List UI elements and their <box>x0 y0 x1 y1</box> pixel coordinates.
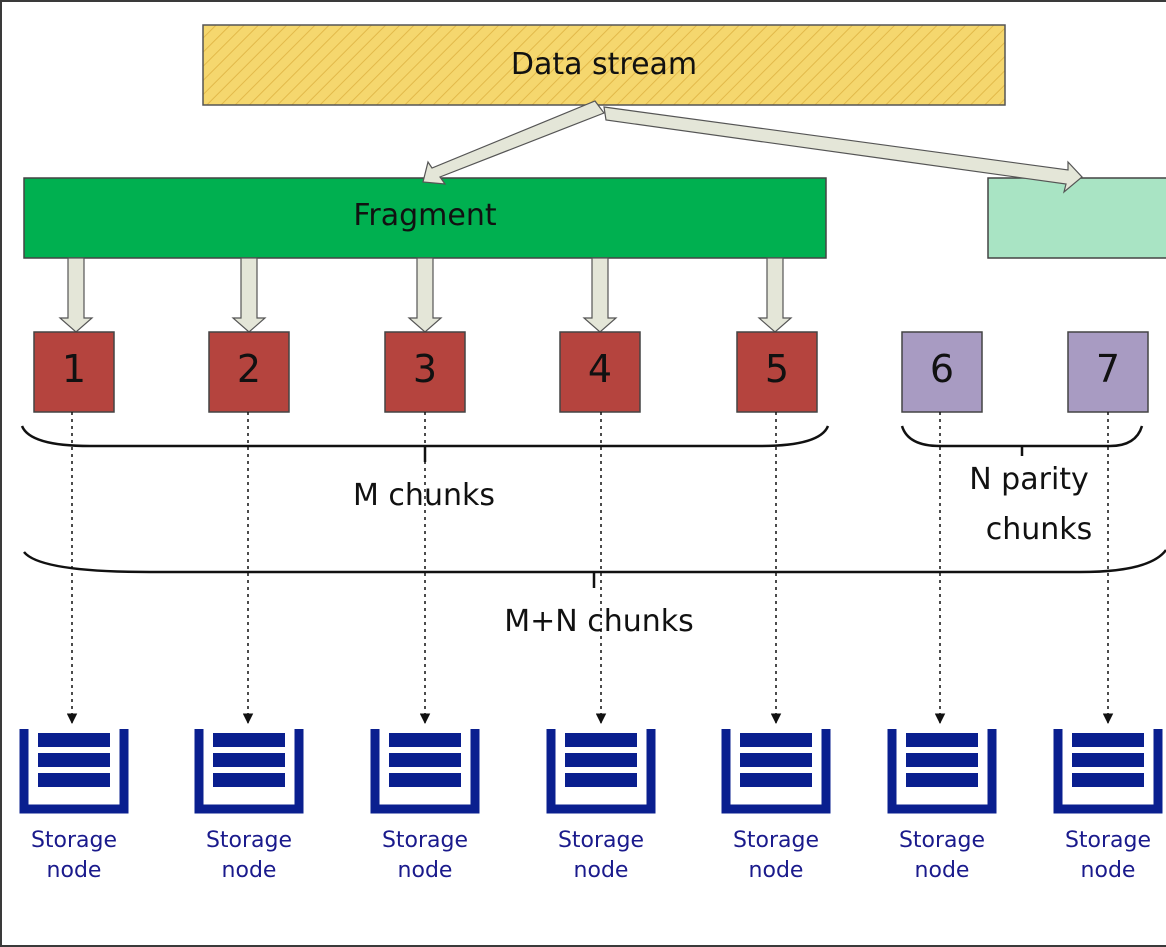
storage-bar <box>389 733 461 747</box>
storage-node-icon <box>546 729 656 814</box>
storage-tray <box>19 729 129 814</box>
storage-bar <box>740 733 812 747</box>
storage-bar <box>740 753 812 767</box>
storage-bar <box>565 733 637 747</box>
storage-bar <box>1072 753 1144 767</box>
storage-bar <box>1072 733 1144 747</box>
chunk-label-6: 6 <box>929 347 955 391</box>
storage-node-label-line1: Storage <box>732 828 820 853</box>
storage-bar <box>213 733 285 747</box>
storage-node-label-3: Storage node <box>373 826 477 886</box>
storage-node-label-line1: Storage <box>557 828 645 853</box>
chunk-label-3: 3 <box>412 347 438 391</box>
storage-node-label-2: Storage node <box>197 826 301 886</box>
storage-node-label-line2: node <box>46 858 102 883</box>
storage-node-icon <box>19 729 129 814</box>
fragment-arrow-1 <box>58 257 94 333</box>
chunk-box-2 <box>208 331 290 413</box>
storage-tray <box>721 729 831 814</box>
storage-bar <box>213 773 285 787</box>
storage-bar <box>213 753 285 767</box>
storage-bar <box>906 733 978 747</box>
fragment-box <box>23 177 827 259</box>
m-chunks-label: M chunks <box>353 478 495 513</box>
stream-to-parity-arrow <box>603 106 1083 194</box>
storage-node-label-line2: node <box>573 858 629 883</box>
storage-bar <box>38 773 110 787</box>
storage-bar <box>906 753 978 767</box>
fragment-arrow-2 <box>231 257 267 333</box>
fragment-label: Fragment <box>353 198 497 233</box>
storage-node-label-line2: node <box>397 858 453 883</box>
storage-node-icon <box>1053 729 1163 814</box>
chunk-label-5: 5 <box>764 347 790 391</box>
data-stream-label: Data stream <box>510 47 698 82</box>
storage-tray <box>1053 729 1163 814</box>
chunk-label-4: 4 <box>587 347 613 391</box>
storage-node-label-line1: Storage <box>30 828 118 853</box>
chunk-box-1 <box>33 331 115 413</box>
storage-bar <box>906 773 978 787</box>
storage-node-label-line2: node <box>221 858 277 883</box>
storage-node-icon <box>370 729 480 814</box>
fragment-to-chunk-arrows <box>58 257 793 333</box>
n-parity-brace <box>900 425 1144 456</box>
storage-node-icon <box>721 729 831 814</box>
n-parity-label-line1: N parity <box>969 462 1089 497</box>
storage-node-label-line2: node <box>1080 858 1136 883</box>
storage-node-label-line1: Storage <box>205 828 293 853</box>
storage-node-icon <box>887 729 997 814</box>
mn-chunks-label: M+N chunks <box>504 604 694 639</box>
chunk-label-7: 7 <box>1095 347 1121 391</box>
chunk-box-7 <box>1067 331 1149 413</box>
chunk-label-1: 1 <box>61 347 87 391</box>
storage-icons <box>19 729 1163 814</box>
parity-fragment-box <box>987 177 1166 259</box>
storage-bar <box>740 773 812 787</box>
fragment-arrow-5 <box>757 257 793 333</box>
stream-to-fragment-arrow <box>422 100 605 185</box>
fragment-arrow-4 <box>582 257 618 333</box>
storage-node-label-line1: Storage <box>898 828 986 853</box>
chunk-box-3 <box>384 331 466 413</box>
storage-node-label-1: Storage node <box>22 826 126 886</box>
storage-bar <box>565 753 637 767</box>
storage-bar <box>389 753 461 767</box>
storage-node-label-4: Storage node <box>549 826 653 886</box>
storage-bar <box>38 733 110 747</box>
chunk-box-4 <box>559 331 641 413</box>
storage-tray <box>194 729 304 814</box>
mn-chunks-brace <box>23 549 1166 588</box>
chunk-box-5 <box>736 331 818 413</box>
n-parity-label-line2: chunks <box>985 512 1093 547</box>
storage-bar <box>1072 773 1144 787</box>
storage-bar <box>38 753 110 767</box>
storage-node-label-line1: Storage <box>1064 828 1152 853</box>
storage-node-label-line1: Storage <box>381 828 469 853</box>
storage-bar <box>389 773 461 787</box>
storage-node-label-line2: node <box>914 858 970 883</box>
storage-node-label-line2: node <box>748 858 804 883</box>
storage-tray <box>546 729 656 814</box>
storage-tray <box>887 729 997 814</box>
chunk-to-storage-arrows <box>66 412 1114 724</box>
chunk-box-6 <box>901 331 983 413</box>
storage-bar <box>565 773 637 787</box>
fragment-arrow-3 <box>407 257 443 333</box>
storage-node-label-5: Storage node <box>724 826 828 886</box>
storage-tray <box>370 729 480 814</box>
storage-node-icon <box>194 729 304 814</box>
chunk-label-2: 2 <box>236 347 262 391</box>
data-stream-box <box>202 24 1006 106</box>
storage-node-label-6: Storage node <box>890 826 994 886</box>
storage-node-label-7: Storage node <box>1056 826 1160 886</box>
